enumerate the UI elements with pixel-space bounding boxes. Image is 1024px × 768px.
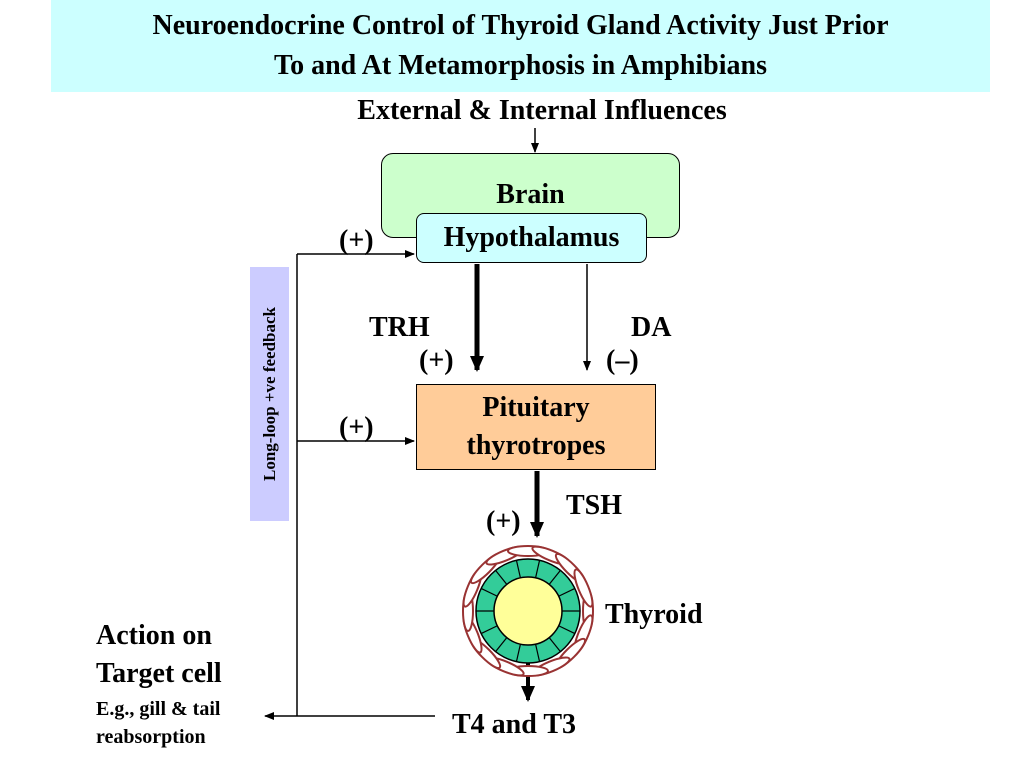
tsh-sign: (+) bbox=[486, 506, 521, 537]
capillary-shape bbox=[573, 568, 594, 608]
thyroid-follicle-illustration bbox=[462, 545, 594, 677]
da-label: DA bbox=[631, 312, 672, 343]
pituitary-box: Pituitary thyrotropes bbox=[416, 384, 656, 470]
hypothalamus-feedback-sign: (+) bbox=[339, 225, 374, 256]
cell-divider bbox=[558, 625, 576, 635]
action-line-2: Target cell bbox=[96, 658, 222, 689]
trh-sign: (+) bbox=[419, 345, 454, 376]
action-example-line-2: reabsorption bbox=[96, 726, 206, 748]
title-line-2: To and At Metamorphosis in Amphibians bbox=[274, 50, 767, 81]
pituitary-label-line-1: Pituitary bbox=[482, 392, 590, 423]
pituitary-label-line-2: thyrotropes bbox=[466, 430, 606, 461]
cell-divider bbox=[515, 644, 522, 662]
cell-divider bbox=[495, 637, 508, 653]
external-influences-label: External & Internal Influences bbox=[357, 95, 727, 126]
action-example-line-1: E.g., gill & tail bbox=[96, 698, 221, 720]
pituitary-feedback-sign: (+) bbox=[339, 412, 374, 443]
cell-divider bbox=[515, 560, 522, 578]
brain-label: Brain bbox=[496, 179, 565, 210]
cell-divider bbox=[548, 569, 561, 585]
trh-label: TRH bbox=[369, 312, 430, 343]
cell-divider bbox=[480, 625, 498, 635]
t4-t3-label: T4 and T3 bbox=[452, 709, 576, 740]
cell-divider bbox=[558, 587, 576, 597]
cell-divider bbox=[534, 644, 541, 662]
cell-divider bbox=[548, 637, 561, 653]
thyroid-label: Thyroid bbox=[605, 599, 703, 630]
title-banner: Neuroendocrine Control of Thyroid Gland … bbox=[51, 0, 990, 92]
hypothalamus-label: Hypothalamus bbox=[443, 222, 620, 253]
cell-divider bbox=[480, 587, 498, 597]
da-sign: (–) bbox=[606, 345, 639, 376]
cell-divider bbox=[495, 569, 508, 585]
hypothalamus-box: Hypothalamus bbox=[416, 213, 647, 263]
cell-divider bbox=[534, 560, 541, 578]
colloid-center bbox=[493, 576, 563, 646]
action-block: Action on Target cell E.g., gill & tail … bbox=[96, 617, 222, 751]
tsh-label: TSH bbox=[566, 490, 623, 521]
feedback-label-box: Long-loop +ve feedback bbox=[250, 267, 289, 521]
action-line-1: Action on bbox=[96, 620, 212, 651]
title-line-1: Neuroendocrine Control of Thyroid Gland … bbox=[152, 10, 889, 41]
